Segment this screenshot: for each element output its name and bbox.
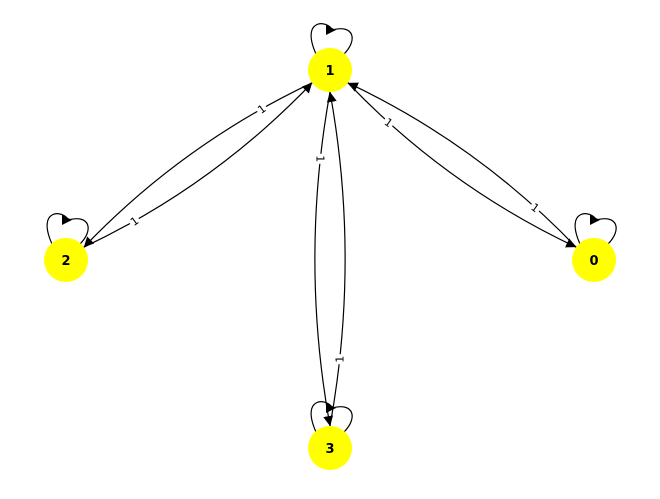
edge-2-2-loop [46,213,89,245]
node-2-label: 2 [61,254,70,269]
node-2-circle [44,238,88,282]
edge-layer [46,23,617,433]
edge-1-3 [314,91,334,427]
edge-1-2 [83,82,313,248]
node-layer: 0 1 2 3 [44,48,616,470]
edge-1-0 [347,82,577,248]
node-0-circle [572,238,616,282]
node-0-label: 0 [589,254,598,269]
edge-1-1-loop [310,23,353,55]
node-1-label: 1 [325,64,334,79]
edge-1-3-weight-label: 1 [313,155,326,162]
edge-3-3-loop [310,401,353,433]
node-3-label: 3 [325,442,334,457]
node-1[interactable]: 1 [308,48,352,92]
node-2[interactable]: 2 [44,238,88,282]
edge-0-1 [347,82,577,248]
node-3-circle [308,426,352,470]
node-3[interactable]: 3 [308,426,352,470]
node-0[interactable]: 0 [572,238,616,282]
edge-3-1-weight-label: 1 [334,356,347,363]
node-1-circle [308,48,352,92]
edge-0-0-loop [574,213,617,245]
edge-2-1 [83,82,313,248]
edge-3-1 [326,91,346,427]
